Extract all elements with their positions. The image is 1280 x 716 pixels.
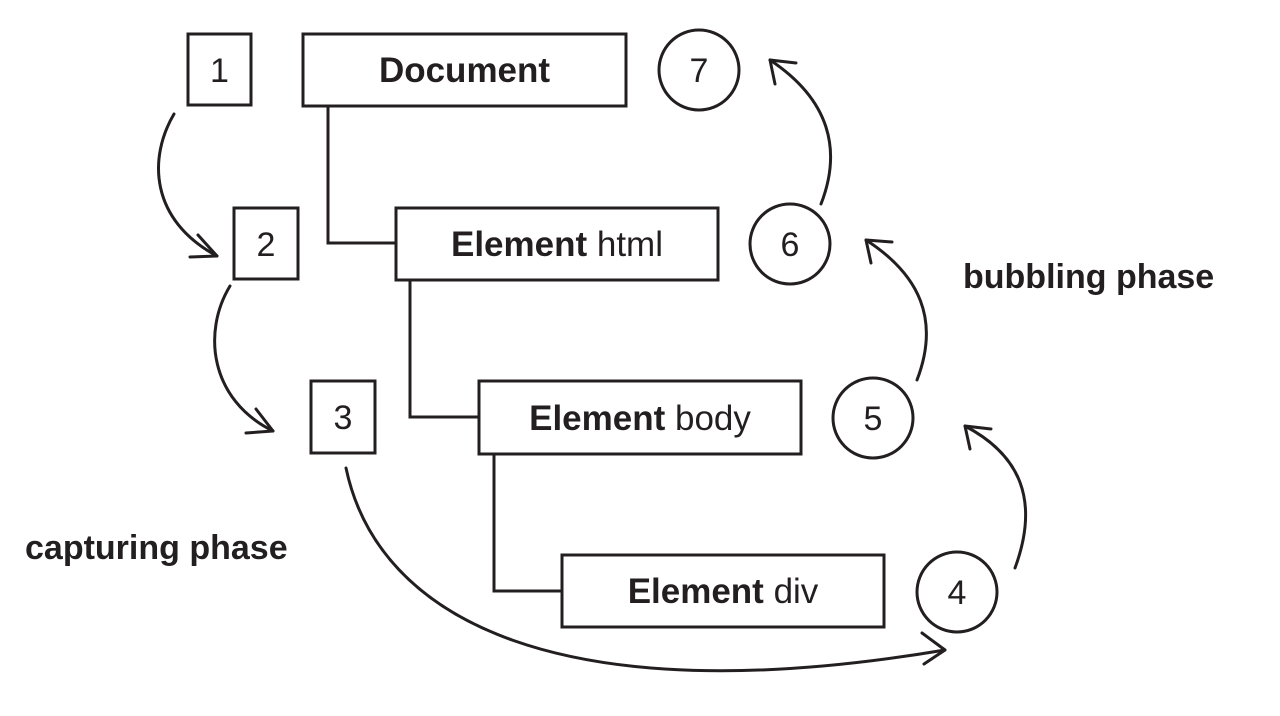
- node-div-label-strong: Element: [628, 572, 764, 611]
- connector-html-body: [408, 280, 479, 419]
- capturing-phase-label: capturing phase: [25, 529, 288, 567]
- step-3-square: [309, 379, 377, 455]
- node-body-label: Element body: [529, 399, 751, 438]
- step-4-label: 4: [948, 574, 967, 612]
- arrow-1-to-2: [157, 112, 219, 258]
- node-document-label-strong: Document: [379, 51, 550, 90]
- arrow-6-to-7: [768, 58, 833, 206]
- bubbling-phase-label: bubbling phase: [963, 258, 1214, 296]
- step-1-square: [186, 32, 253, 107]
- step-7-circle: [657, 28, 741, 112]
- node-div-label: Element div: [628, 572, 819, 611]
- node-html-label-strong: Element: [451, 225, 587, 264]
- node-document-box: [301, 32, 628, 108]
- node-element-div: Element div: [560, 553, 886, 629]
- node-document: Document: [301, 32, 628, 108]
- arrow-1-to-2-head: [188, 233, 219, 259]
- step-6-label: 6: [781, 226, 800, 264]
- tree-connectors: [326, 106, 562, 593]
- arrow-5-to-6: [864, 238, 928, 382]
- node-div-box: [560, 553, 886, 629]
- arrow-2-to-3: [213, 284, 275, 433]
- node-body-label-rest: body: [665, 399, 751, 438]
- step-2-square: [232, 206, 300, 281]
- step-1-label: 1: [210, 52, 229, 90]
- step-2-label: 2: [257, 226, 276, 264]
- node-html-box: [394, 206, 720, 282]
- bubbling-steps: 4 5 6 7: [657, 28, 999, 634]
- node-body-label-strong: Element: [529, 399, 665, 438]
- step-7-label: 7: [690, 52, 709, 90]
- node-element-body: Element body: [477, 379, 803, 456]
- arrow-3-to-4: [344, 466, 947, 673]
- node-html-label-rest: html: [587, 225, 663, 264]
- step-5-circle: [831, 376, 915, 460]
- arrow-5-to-6-head: [864, 238, 894, 265]
- node-body-box: [477, 379, 803, 456]
- arrow-4-to-5-head: [963, 424, 993, 451]
- step-6-circle: [748, 202, 832, 286]
- node-document-label: Document: [379, 51, 550, 90]
- connector-document-html: [326, 106, 396, 245]
- step-5-label: 5: [864, 400, 883, 438]
- step-3-label: 3: [334, 399, 353, 437]
- arrow-6-to-7-head: [768, 58, 798, 86]
- capturing-steps: 1 2 3: [186, 32, 377, 455]
- arrow-3-to-4-head: [920, 631, 947, 666]
- arrow-2-to-3-head: [244, 407, 275, 435]
- node-html-label: Element html: [451, 225, 663, 264]
- capturing-arrows: [157, 112, 947, 673]
- bubbling-arrows: [768, 58, 1028, 570]
- connector-body-div: [492, 454, 562, 593]
- step-4-circle: [915, 550, 999, 634]
- node-element-html: Element html: [394, 206, 720, 282]
- node-div-label-rest: div: [764, 572, 819, 611]
- arrow-4-to-5: [963, 424, 1028, 570]
